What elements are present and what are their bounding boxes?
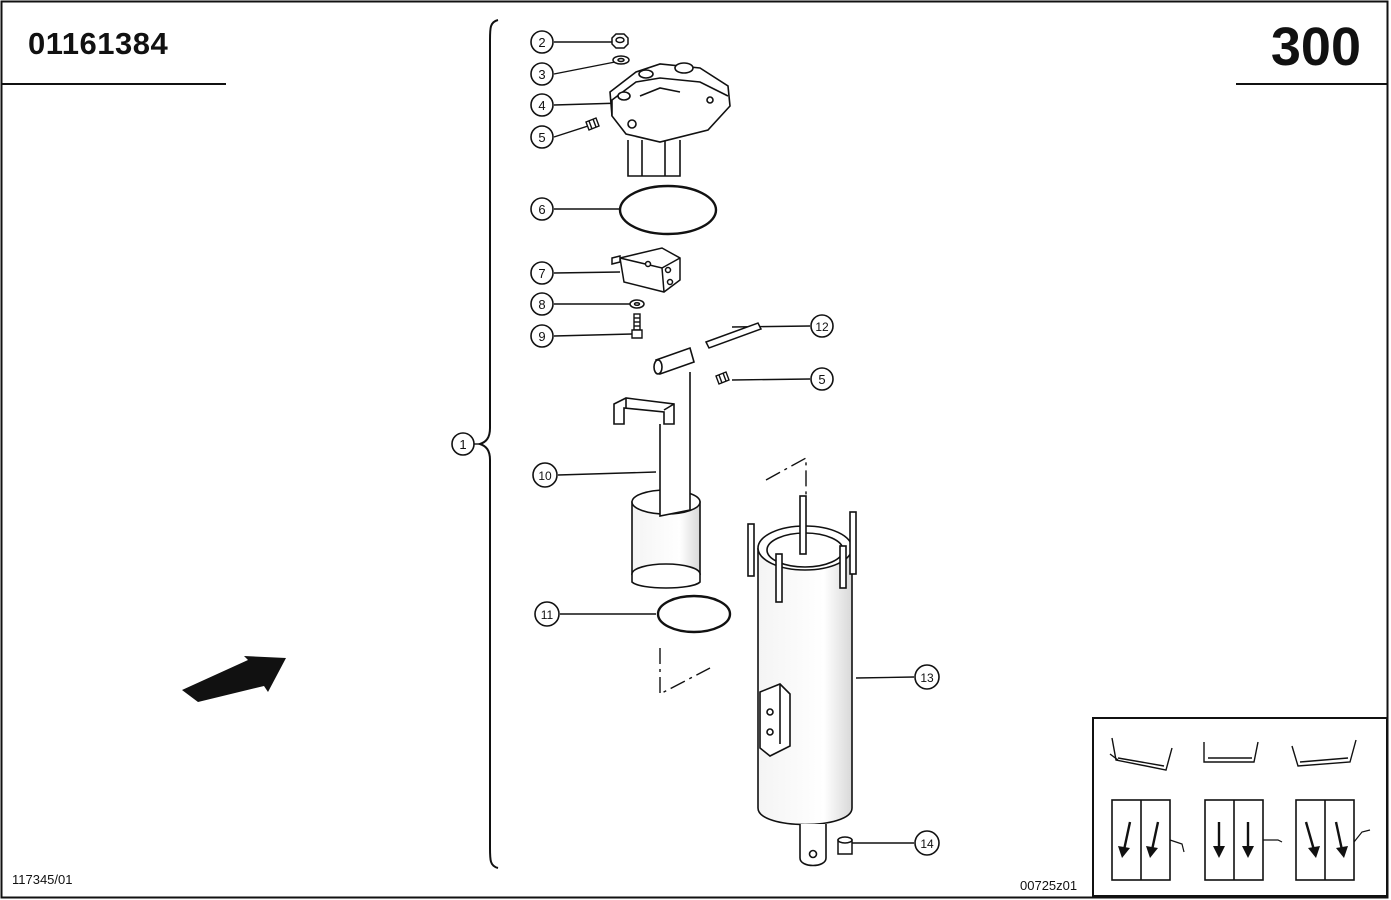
callout-labels: 1 2 3 4 5 6 7 8 9 10 11 12 5 13 14 <box>459 35 934 851</box>
callout-5-lower <box>810 367 834 391</box>
callout-label: 3 <box>538 67 545 82</box>
assembly-axis-lines <box>659 456 807 696</box>
callout-5 <box>530 125 554 149</box>
washer-3 <box>612 55 630 65</box>
screw-9 <box>631 313 643 339</box>
nut-2 <box>611 33 629 49</box>
callout-7 <box>530 261 554 285</box>
set-screw-5-top <box>585 117 600 131</box>
callout-label: 2 <box>538 35 545 50</box>
callout-1 <box>451 432 475 456</box>
callout-14 <box>914 830 940 856</box>
callout-2 <box>530 30 554 54</box>
callout-3 <box>530 62 554 86</box>
plug-14 <box>837 836 853 855</box>
callout-label: 10 <box>538 469 552 483</box>
direction-arrow-icon <box>182 656 286 702</box>
document-reference: 117345/01 <box>12 872 73 887</box>
o-ring-11 <box>656 594 732 634</box>
filter-head-4 <box>609 62 731 177</box>
leader-lines <box>474 41 915 844</box>
part-number: 01161384 <box>28 26 169 61</box>
callout-6 <box>530 197 554 221</box>
callout-label: 13 <box>920 671 934 685</box>
callout-12 <box>810 314 834 338</box>
callout-label: 7 <box>538 266 545 281</box>
callout-label: 6 <box>538 202 545 217</box>
callout-bubbles <box>451 30 940 856</box>
callout-label: 11 <box>541 608 554 622</box>
callout-8 <box>530 292 554 316</box>
callout-label: 14 <box>920 837 934 851</box>
washer-8 <box>629 299 645 309</box>
callout-label: 8 <box>538 297 545 312</box>
callout-10 <box>532 462 558 488</box>
callout-label: 5 <box>538 130 545 145</box>
o-ring-6 <box>618 184 718 236</box>
valve-block-7 <box>611 247 681 293</box>
callout-label: 9 <box>538 329 545 344</box>
callout-label: 1 <box>459 437 466 452</box>
set-screw-5-lower <box>715 371 730 385</box>
page-number: 300 <box>1270 17 1361 77</box>
callout-label: 4 <box>538 98 545 113</box>
callout-label: 5 <box>818 372 825 387</box>
filter-element-10 <box>613 346 701 589</box>
filter-housing-13 <box>747 495 857 867</box>
pin-12 <box>704 322 763 349</box>
callout-4 <box>530 93 554 117</box>
callout-13 <box>914 664 940 690</box>
drawing-reference: 00725z01 <box>1020 878 1078 893</box>
callout-9 <box>530 324 554 348</box>
mounting-orientation-icon <box>1092 717 1388 897</box>
callout-label: 12 <box>815 320 829 334</box>
callout-11 <box>534 601 560 627</box>
assembly-brace <box>476 19 499 869</box>
